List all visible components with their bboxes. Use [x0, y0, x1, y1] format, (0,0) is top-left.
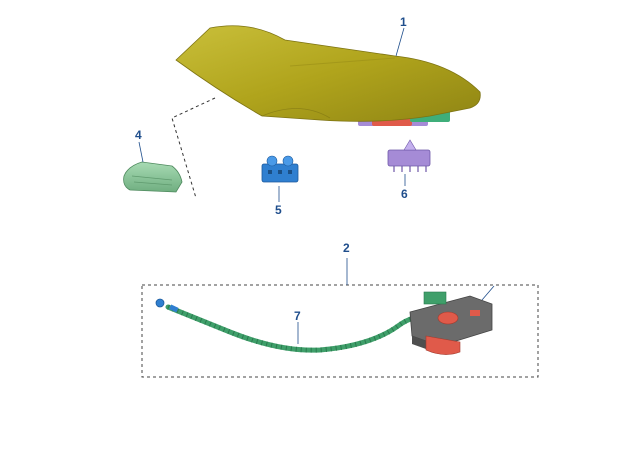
seat-contour-line [289, 57, 396, 67]
control-module-body [123, 161, 183, 193]
seat-cushion-body [175, 25, 481, 122]
assembly-dashed-line [171, 97, 216, 199]
seat-front-edge [261, 108, 331, 119]
callout-6: 6 [401, 187, 408, 201]
blue-clip-slot [268, 170, 272, 174]
cable-winding [167, 304, 415, 353]
actuator-red-bearing [437, 311, 459, 325]
callout-1: 1 [400, 15, 407, 29]
assembly-group-box [141, 284, 539, 378]
purple-clip-body [387, 149, 431, 167]
blue-clip-slot [278, 170, 282, 174]
purple-clip-teeth [393, 166, 427, 172]
leader-line-1 [395, 27, 405, 57]
actuator-connector [423, 291, 447, 305]
blue-clip-part [261, 155, 299, 183]
purple-clip-tab [403, 139, 417, 151]
callout-4: 4 [135, 128, 142, 142]
actuator-motor-part [409, 291, 493, 355]
callout-7: 7 [294, 309, 301, 323]
cable-end-fitting [155, 298, 165, 308]
actuator-red-tab [470, 310, 480, 316]
callout-5: 5 [275, 203, 282, 217]
cable-sheath [165, 304, 417, 353]
actuator-red-gear [425, 335, 461, 355]
blue-clip-stud-right [282, 155, 294, 167]
cable-part [155, 298, 417, 353]
leader-line-motor [481, 285, 495, 301]
blue-clip-slot [288, 170, 292, 174]
blue-clip-stud-left [266, 155, 278, 167]
callout-2: 2 [343, 241, 350, 255]
leader-line-4 [138, 141, 144, 163]
control-module-ribs [131, 175, 173, 186]
purple-clip-part [387, 139, 431, 172]
cable-ferrule [169, 304, 179, 313]
seat-cushion-part [175, 25, 481, 126]
control-module-part [123, 161, 183, 193]
